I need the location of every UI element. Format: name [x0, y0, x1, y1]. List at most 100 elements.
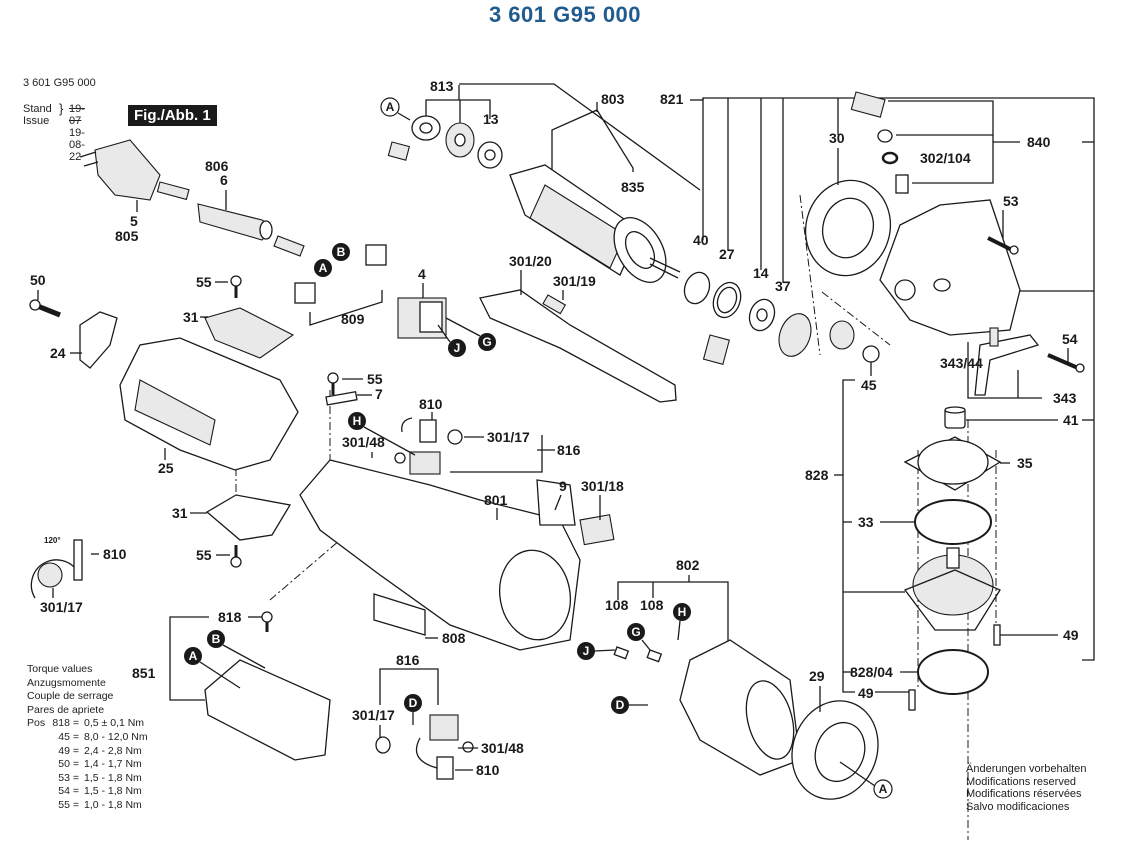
torsion-spring-diagram [30, 539, 83, 599]
air-guide-30 [804, 179, 892, 277]
label-54: 54 [1062, 331, 1078, 347]
screw-49b [908, 689, 916, 711]
connector-b-cable: B [332, 243, 350, 261]
o-ring-33 [914, 499, 992, 545]
label-45: 45 [861, 377, 877, 393]
label-55c: 55 [196, 547, 212, 563]
label-805: 805 [115, 228, 139, 244]
screw-55c [230, 545, 242, 568]
connector-h-housing: H [348, 412, 416, 456]
label-835: 835 [621, 179, 645, 195]
label-37: 37 [775, 278, 791, 294]
brush-holder-small [702, 334, 730, 365]
label-301-17c: 301/17 [352, 707, 395, 723]
cable-guard-24 [79, 311, 118, 369]
label-851: 851 [132, 665, 156, 681]
label-13: 13 [483, 111, 499, 127]
label-14: 14 [753, 265, 769, 281]
latch-7 [325, 391, 358, 406]
handle-housing-25 [119, 337, 299, 471]
torque-pos: 50 = [58, 758, 79, 771]
label-301-48b: 301/48 [481, 740, 524, 756]
o-ring-828-04 [917, 649, 989, 695]
torque-pos: 45 = [58, 730, 79, 743]
screw-818 [261, 611, 273, 632]
connector-h-coil: H [673, 603, 691, 641]
torque-heading-en: Torque values [27, 663, 93, 675]
label-828: 828 [805, 467, 829, 483]
connector-a-cover: A [839, 761, 893, 799]
connector-j-switch: J [437, 324, 466, 357]
electronic-module-851 [204, 659, 331, 761]
svg-text:B: B [337, 245, 346, 259]
cover-ring-29 [791, 700, 879, 800]
svg-text:H: H [353, 414, 362, 428]
carbon-brush-810b [415, 737, 454, 780]
modifications-notice: Änderungen vorbehalten Modifications res… [966, 763, 1086, 813]
label-301-17b: 301/17 [40, 599, 83, 615]
torque-heading-de: Anzugsmomente [27, 676, 106, 689]
lever-343 [974, 334, 1040, 396]
svg-text:G: G [482, 335, 491, 349]
torque-row: 54 =1,5 - 1,8 Nm [27, 785, 148, 799]
torque-value: 1,5 - 1,8 Nm [84, 785, 142, 798]
label-7: 7 [375, 386, 383, 402]
label-809: 809 [341, 311, 365, 327]
bearing-cover [445, 122, 475, 158]
cover-31b [205, 494, 292, 541]
torque-pos: 55 = [58, 798, 79, 811]
screw-54 [1047, 353, 1085, 373]
label-31a: 31 [183, 309, 199, 325]
connector-j-coil: J [577, 642, 616, 660]
screw-50 [29, 299, 61, 318]
torque-row: 55 = 1,0 - 1,8 Nm [27, 799, 148, 813]
label-6: 6 [220, 172, 228, 188]
connector-d-brush: D [404, 694, 422, 725]
note-es: Salvo modificaciones [966, 800, 1070, 813]
stand-value: 19-07 [69, 103, 85, 127]
bearing-plate-37 [778, 313, 812, 357]
label-801: 801 [484, 492, 508, 508]
label-40: 40 [693, 232, 709, 248]
note-fr: Modifications réservées [966, 788, 1082, 800]
spring-343-44 [989, 327, 999, 347]
svg-text:D: D [409, 696, 418, 710]
label-53: 53 [1003, 193, 1019, 209]
connector-b-module: B [207, 630, 266, 669]
label-50: 50 [30, 272, 46, 288]
label-816a: 816 [557, 442, 581, 458]
label-808: 808 [442, 630, 466, 646]
label-806: 806 [205, 158, 229, 174]
spring-angle: 120° [44, 536, 61, 545]
label-301-48a: 301/48 [342, 434, 385, 450]
label-343: 343 [1053, 390, 1077, 406]
bearing-13 [477, 141, 503, 169]
terminal-108b [646, 649, 663, 663]
torque-value: 1,0 - 1,8 Nm [84, 798, 142, 811]
screw-55b [327, 372, 339, 395]
torque-pos: 49 = [58, 744, 79, 757]
motor-housing-801 [299, 459, 581, 651]
label-24: 24 [50, 345, 66, 361]
svg-text:B: B [212, 632, 221, 646]
torque-value: 1,4 - 1,7 Nm [84, 758, 142, 771]
bearing-41 [944, 406, 966, 429]
label-813: 813 [430, 78, 454, 94]
label-41: 41 [1063, 412, 1079, 428]
svg-text:A: A [189, 649, 198, 663]
snap-ring-40 [683, 271, 711, 305]
brush-holder-816b [429, 714, 459, 741]
spindle-lock-button [850, 91, 909, 194]
torsion-spring-301-17a [447, 429, 463, 445]
terminal-108a [613, 646, 630, 660]
cover-301-18 [579, 514, 615, 546]
pinion-gear [829, 320, 855, 350]
revision-block: Stand Issue } 19-07 19-08-22 [23, 102, 85, 163]
label-108a: 108 [605, 597, 629, 613]
label-55b: 55 [367, 371, 383, 387]
label-810a: 810 [419, 396, 443, 412]
leader-lines [37, 148, 1069, 771]
torque-row: 49 =2,4 - 2,8 Nm [27, 745, 148, 759]
torque-table: Torque values Anzugsmomente Couple de se… [27, 663, 148, 813]
